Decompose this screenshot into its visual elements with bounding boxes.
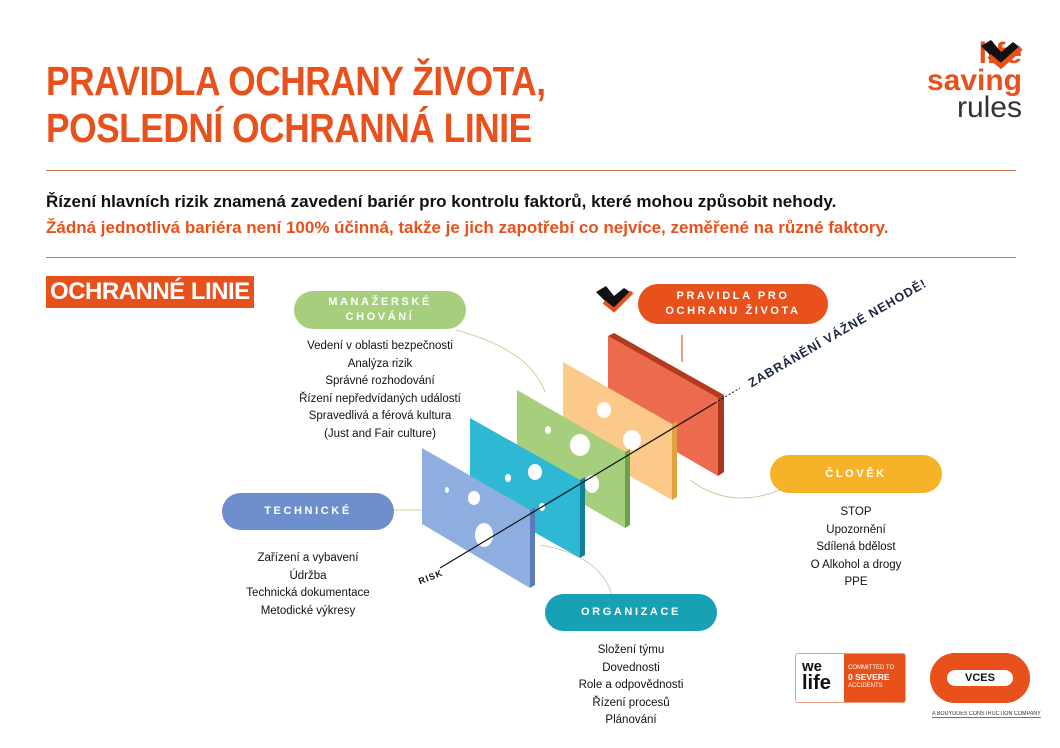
vces-logo: VCES bbox=[930, 653, 1030, 703]
section-label: OCHRANNÉ LINIE bbox=[46, 276, 254, 308]
we-love-life-badge: we life COMMITTED TO 0 SEVERE ACCIDENTS bbox=[795, 653, 906, 703]
barrier-plate-rules bbox=[608, 333, 724, 476]
page-title: PRAVIDLA OCHRANY ŽIVOTA, POSLEDNÍ OCHRAN… bbox=[46, 58, 546, 151]
lead-text: Řízení hlavních rizik znamená zavedení b… bbox=[46, 192, 837, 211]
barrier-plate-human bbox=[563, 362, 677, 500]
divider bbox=[46, 257, 1016, 258]
life-saving-rules-logo: life saving rules bbox=[927, 39, 1023, 123]
technical-pill: TECHNICKÉ bbox=[222, 493, 394, 530]
lead-text-highlight: Žádná jednotlivá bariéra není 100% účinn… bbox=[46, 218, 889, 237]
divider bbox=[46, 170, 1016, 171]
vces-tagline: A BOUYGUES CONSTRUCTION COMPANY bbox=[932, 711, 1041, 718]
human-pill: ČLOVĚK bbox=[770, 455, 942, 493]
barrier-plate-manager bbox=[517, 390, 630, 528]
barrier-plate-organization bbox=[470, 418, 585, 558]
check-heart-icon bbox=[980, 40, 1023, 70]
barrier-plate-technical bbox=[422, 448, 535, 588]
organization-pill: ORGANIZACE bbox=[545, 594, 717, 631]
manager-pill: MANAŽERSKÉ CHOVÁNÍ bbox=[294, 291, 466, 329]
